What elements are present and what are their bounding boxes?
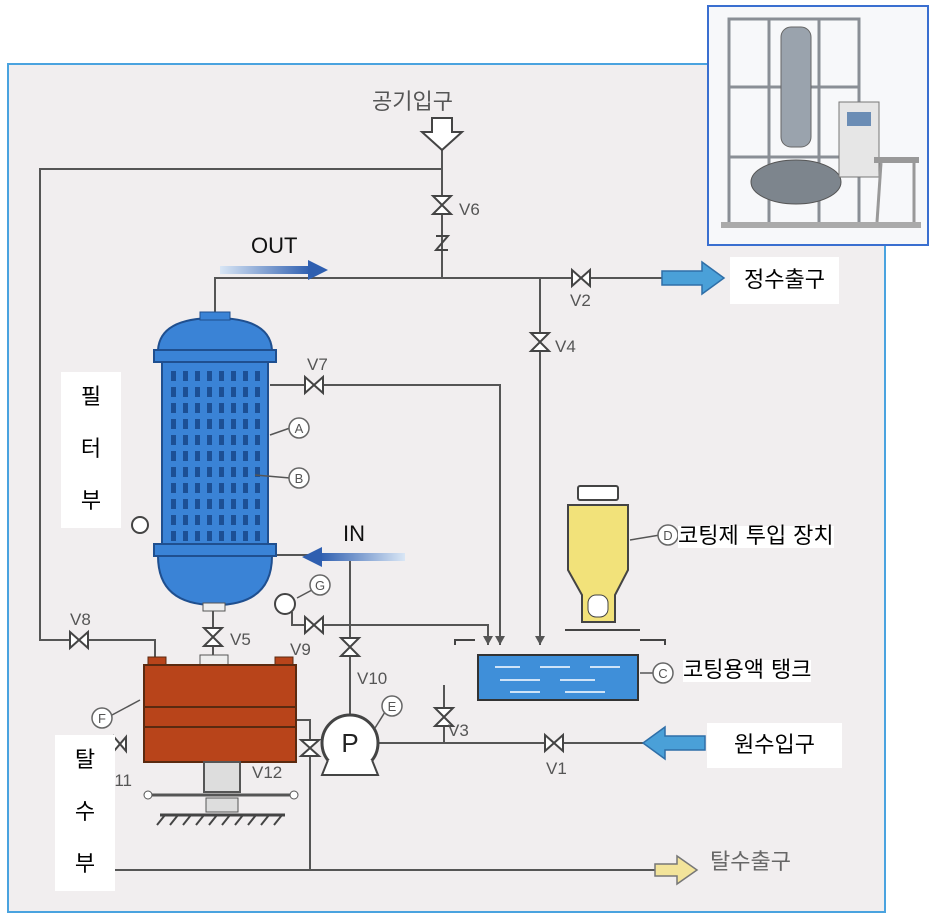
valve-label-v10: V10 <box>357 669 387 688</box>
marker-d: D <box>657 524 679 546</box>
tank-inflow-arrows <box>483 636 545 645</box>
valve-v9[interactable] <box>304 614 324 636</box>
pump-label: P <box>341 728 358 758</box>
valve-v1[interactable] <box>544 732 564 754</box>
valve-label-v7: V7 <box>307 355 328 374</box>
in-arrow <box>302 547 405 567</box>
svg-text:F: F <box>98 711 106 726</box>
svg-text:E: E <box>388 699 397 714</box>
coating-tank-label: 코팅용액 탱크 <box>683 658 812 683</box>
pressure-gauge-filter <box>131 516 149 534</box>
filter-vessel <box>153 311 277 612</box>
dewater-section-char-3: 부 <box>74 852 96 877</box>
dewater-outlet-label: 탈수출구 <box>710 850 791 875</box>
dewater-outlet-arrow <box>654 854 699 886</box>
dewater-section-label: 탈 수 부 <box>55 735 115 891</box>
valve-label-v12: V12 <box>252 763 282 782</box>
marker-e: E <box>381 695 403 717</box>
valve-label-v9: V9 <box>290 640 311 659</box>
coating-tank <box>454 639 666 701</box>
marker-leaders <box>111 427 661 729</box>
valve-label-v5: V5 <box>230 630 251 649</box>
valve-v8[interactable] <box>69 629 89 651</box>
valve-v7[interactable] <box>304 374 324 396</box>
air-inlet-arrow <box>419 117 465 152</box>
coating-device <box>565 485 640 631</box>
valve-label-v8: V8 <box>70 610 91 629</box>
check-valve-v6 <box>433 235 451 251</box>
filter-section-label: 필 터 부 <box>61 372 121 528</box>
svg-text:C: C <box>658 666 667 681</box>
valve-v4[interactable] <box>528 332 552 352</box>
valve-v2[interactable] <box>571 267 591 289</box>
svg-text:A: A <box>295 421 304 436</box>
dewatering-unit <box>143 654 299 826</box>
valve-v12[interactable] <box>298 739 322 757</box>
coating-device-label: 코팅제 투입 장치 <box>678 524 834 549</box>
pipe-v9 <box>291 612 489 645</box>
pump-e: P <box>320 713 380 776</box>
valve-v10[interactable] <box>338 637 362 657</box>
filter-section-char-3: 부 <box>80 489 102 514</box>
svg-text:D: D <box>663 528 672 543</box>
marker-f: F <box>91 707 113 729</box>
marker-a: A <box>288 417 310 439</box>
valve-label-v6: V6 <box>459 200 480 219</box>
marker-c: C <box>652 662 674 684</box>
valve-label-v2: V2 <box>570 291 591 310</box>
filter-section-char-1: 필 <box>80 385 102 410</box>
pipe-v8 <box>70 639 156 660</box>
marker-b: B <box>288 467 310 489</box>
dewater-section-char-2: 수 <box>74 800 96 825</box>
pipe-dewater-out <box>309 765 655 871</box>
filter-section-char-2: 터 <box>80 437 102 462</box>
svg-text:B: B <box>295 471 304 486</box>
air-inlet-label: 공기입구 <box>372 90 453 115</box>
purified-outlet-arrow <box>661 260 726 296</box>
valve-v6[interactable] <box>430 195 454 215</box>
out-label: OUT <box>251 233 298 258</box>
svg-text:G: G <box>315 578 325 593</box>
in-label: IN <box>343 521 365 546</box>
dewater-section-char-1: 탈 <box>74 748 96 773</box>
valve-label-v1: V1 <box>546 759 567 778</box>
pipe-left-bypass <box>39 168 442 641</box>
pipe-v7 <box>270 384 501 645</box>
out-arrow <box>220 260 328 280</box>
pressure-gauge-g <box>274 593 296 615</box>
raw-water-inlet-label: 원수입구 <box>707 723 842 768</box>
valve-v11[interactable] <box>113 734 127 754</box>
pipe-purified-out <box>214 277 670 318</box>
valve-v5[interactable] <box>201 627 225 647</box>
valve-v3[interactable] <box>432 707 456 727</box>
equipment-photo <box>707 5 929 246</box>
purified-outlet-label: 정수출구 <box>730 257 839 304</box>
marker-g: G <box>309 574 331 596</box>
valve-label-v3: V3 <box>448 721 469 740</box>
piping <box>39 150 670 871</box>
valve-label-v4: V4 <box>555 337 576 356</box>
raw-water-inlet-arrow <box>641 725 706 761</box>
